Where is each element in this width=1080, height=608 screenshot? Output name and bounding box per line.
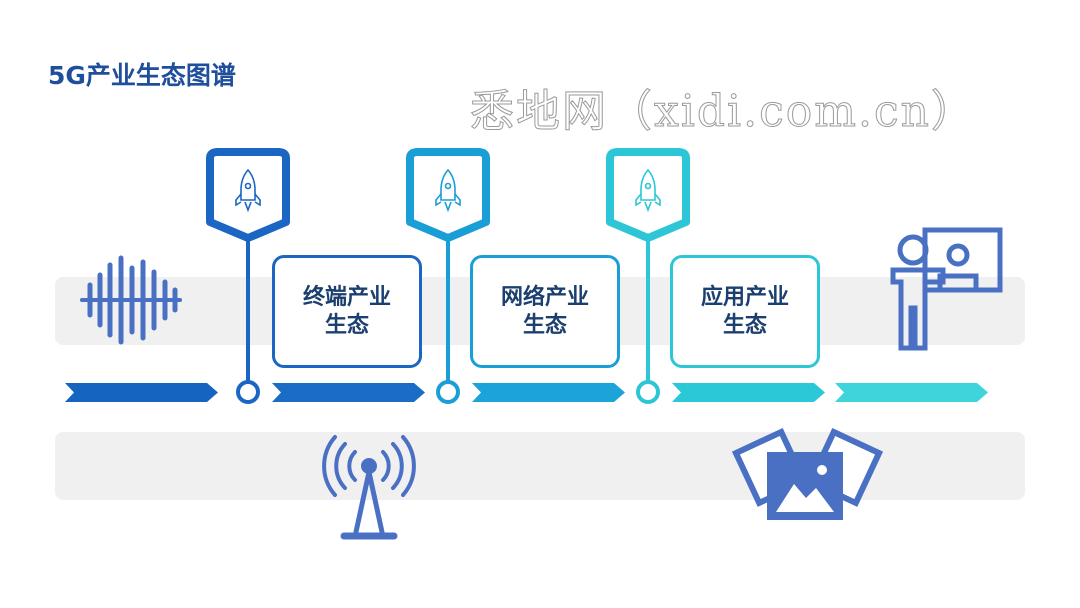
chevron-arrow <box>472 383 625 402</box>
chevron-arrow <box>272 383 425 402</box>
stage-box-terminal: 终端产业生态 <box>272 255 422 368</box>
stage-label: 应用产业生态 <box>700 284 789 338</box>
presenter-board-icon <box>890 227 1003 351</box>
stage-box-network: 网络产业生态 <box>470 255 620 368</box>
page-title: 5G产业生态图谱 <box>48 61 236 90</box>
stage-box-application: 应用产业生态 <box>670 255 820 368</box>
chevron-arrow <box>672 383 825 402</box>
milestone-pin <box>206 148 290 404</box>
watermark: 悉地网（xidi.com.cn） <box>470 86 977 138</box>
rocket-icon <box>435 168 461 213</box>
radio-tower-icon <box>322 435 416 540</box>
sound-wave-icon <box>80 255 182 345</box>
rocket-icon <box>235 168 261 213</box>
rocket-icon <box>635 168 661 213</box>
chevron-arrow <box>835 383 988 402</box>
stage-label: 网络产业生态 <box>500 284 589 338</box>
stage-label: 终端产业生态 <box>302 284 391 338</box>
milestone-pin <box>606 148 690 404</box>
milestone-pin <box>406 148 490 404</box>
pictures-icon <box>731 427 884 520</box>
chevron-arrow <box>65 383 218 402</box>
